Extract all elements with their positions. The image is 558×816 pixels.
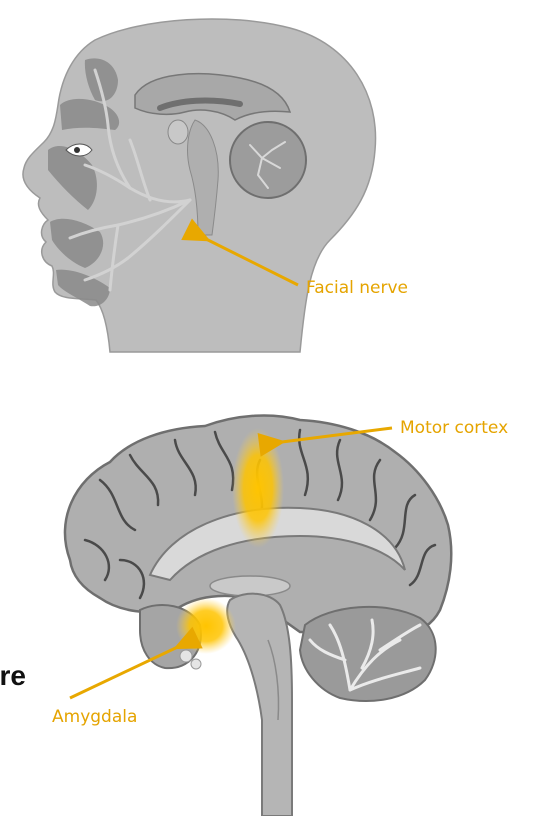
head-profile: Facial nerve [23, 19, 408, 352]
cerebellum [300, 607, 436, 701]
amygdala-label: Amygdala [52, 707, 137, 727]
amygdala-arrow [70, 644, 184, 698]
clipped-edge-text: re [0, 660, 26, 692]
motor-cortex-label: Motor cortex [400, 418, 508, 438]
pupil [74, 147, 80, 153]
amygdala-highlight [176, 598, 236, 654]
motor-cortex-highlight [232, 428, 284, 548]
brainstem [227, 594, 292, 816]
facial-nerve-label: Facial nerve [306, 278, 408, 298]
sagittal-brain: Motor cortex Amygdala [52, 415, 508, 816]
head-cerebellum [230, 122, 306, 198]
